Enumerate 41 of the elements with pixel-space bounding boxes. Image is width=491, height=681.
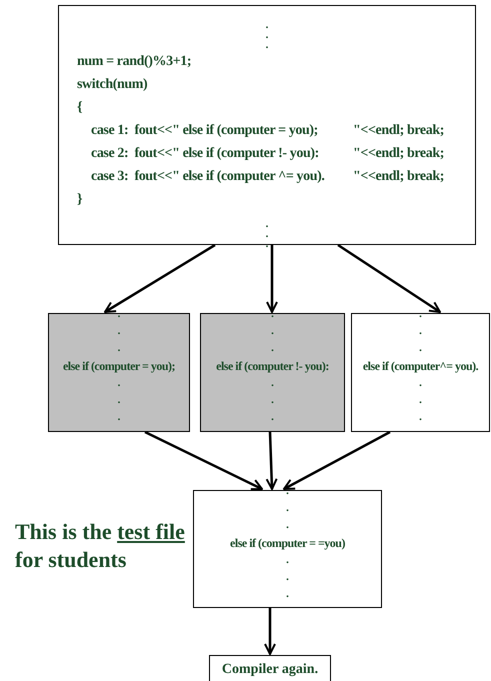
code-line: }	[77, 191, 84, 209]
code-line: case 3: fout<<" else if (computer ^= you).	[91, 168, 326, 186]
note-text: This is the	[15, 519, 112, 544]
ellipsis-dots: . . .	[270, 376, 275, 425]
arrow	[104, 244, 216, 314]
process-box	[209, 655, 331, 681]
code-line: "<<endl; break;	[353, 168, 444, 186]
ellipsis-dots: . . .	[116, 307, 122, 356]
code-box	[351, 313, 490, 432]
code-line: else if (computer !- you):	[216, 358, 329, 375]
note-text: test file	[117, 519, 185, 544]
box-text: Compiler again.	[222, 661, 318, 679]
code-box	[193, 490, 382, 608]
code-line: else if (computer = =you)	[230, 535, 345, 552]
ellipsis-dots: . . .	[264, 20, 270, 50]
code-line: "<<endl; break;	[353, 122, 444, 140]
ellipsis-dots: . . .	[285, 484, 290, 533]
arrow	[283, 430, 391, 490]
ellipsis-dots: . . .	[418, 376, 423, 425]
arrow	[337, 244, 441, 314]
code-box	[58, 5, 476, 245]
code-line: case 1: fout<<" else if (computer = you);	[91, 122, 319, 140]
code-line: {	[77, 99, 84, 117]
code-line: num = rand()%3+1;	[77, 53, 192, 71]
arrow	[266, 432, 278, 490]
ellipsis-dots: . . .	[418, 307, 423, 356]
ellipsis-dots: . . .	[285, 553, 290, 602]
arrow	[144, 430, 263, 490]
code-box	[200, 313, 345, 432]
code-line: case 2: fout<<" else if (computer !- you):	[91, 145, 320, 163]
ellipsis-dots: . . .	[116, 376, 122, 425]
note-text: for students	[15, 547, 126, 572]
code-line: switch(num)	[77, 76, 148, 94]
arrow	[266, 245, 278, 313]
code-box	[48, 313, 190, 432]
code-line: else if (computer = you);	[62, 358, 176, 375]
ellipsis-dots: . . .	[270, 307, 275, 356]
code-line: "<<endl; break;	[353, 145, 444, 163]
arrow	[264, 608, 276, 655]
code-line: else if (computer^= you).	[362, 358, 478, 375]
ellipsis-dots: . . .	[264, 219, 270, 249]
